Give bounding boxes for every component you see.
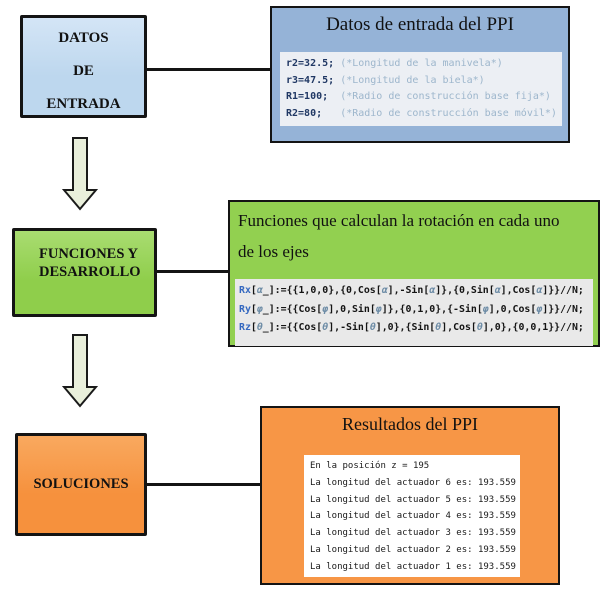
detail-box-datos-ppi: Datos de entrada del PPI r2=32.5; (*Long… (270, 6, 570, 143)
detail-box-resultados-ppi: Resultados del PPI En la posición z = 19… (260, 406, 560, 585)
down-arrow-icon (62, 137, 98, 211)
detail-title: Resultados del PPI (341, 414, 478, 434)
code-line: Rx[α_]:={{1,0,0},{0,Cos[α],-Sin[α]},{0,S… (239, 285, 584, 296)
code-line: r3=47.5; (*Longitud de la biela*) (286, 74, 485, 86)
stage-label-line: DATOS (58, 30, 109, 46)
stage-box-funciones-desarrollo: FUNCIONES Y DESARROLLO (12, 228, 157, 317)
connector-line-soluciones (147, 483, 260, 486)
code-line: Ry[φ_]:={{Cos[φ],0,Sin[φ]},{0,1,0},{-Sin… (239, 303, 584, 315)
result-line: La longitud del actuador 1 es: 193.559 (310, 561, 516, 572)
code-block-rotation-functions: Rx[α_]:={{1,0,0},{0,Cos[α],-Sin[α]},{0,S… (235, 279, 593, 346)
stage-label-line: ENTRADA (46, 96, 121, 112)
connector-line-funciones (157, 270, 228, 273)
results-output-block: En la posición z = 195 La longitud del ac… (304, 455, 520, 577)
result-line: La longitud del actuador 4 es: 193.559 (310, 511, 516, 522)
code-block-input-data: r2=32.5; (*Longitud de la manivela*) r3=4… (280, 52, 562, 126)
result-line: En la posición z = 195 (310, 461, 430, 471)
detail-title-line: Funciones que calculan la rotación en ca… (238, 211, 560, 230)
stage-label-line: DESARROLLO (39, 264, 141, 280)
code-line: Rz[θ_]:={{Cos[θ],-Sin[θ],0},{Sin[θ],Cos[… (239, 322, 584, 333)
connector-line-datos (147, 68, 270, 71)
detail-box-funciones-ppi: Funciones que calculan la rotación en ca… (228, 200, 600, 347)
detail-title: Funciones que calculan la rotación en ca… (230, 202, 598, 267)
code-line: r2=32.5; (*Longitud de la manivela*) (286, 58, 503, 69)
stage-box-soluciones: SOLUCIONES (15, 433, 147, 536)
code-line: R1=100; (*Radio de construcción base fij… (286, 91, 551, 102)
result-line: La longitud del actuador 5 es: 193.559 (310, 494, 516, 505)
down-arrow-icon (62, 334, 98, 408)
detail-title-line: de los ejes (238, 242, 309, 261)
stage-label-line: SOLUCIONES (33, 476, 129, 492)
stage-label-line: FUNCIONES Y (39, 246, 138, 262)
detail-title: Datos de entrada del PPI (326, 14, 514, 35)
stage-label-line: DE (73, 63, 94, 79)
result-line: La longitud del actuador 2 es: 193.559 (310, 544, 516, 555)
result-line: La longitud del actuador 6 es: 193.559 (310, 477, 516, 488)
code-line: R2=80; (*Radio de construcción base móvi… (286, 107, 557, 119)
result-line: La longitud del actuador 3 es: 193.559 (310, 528, 516, 539)
stage-box-datos-entrada: DATOS DE ENTRADA (20, 15, 147, 118)
